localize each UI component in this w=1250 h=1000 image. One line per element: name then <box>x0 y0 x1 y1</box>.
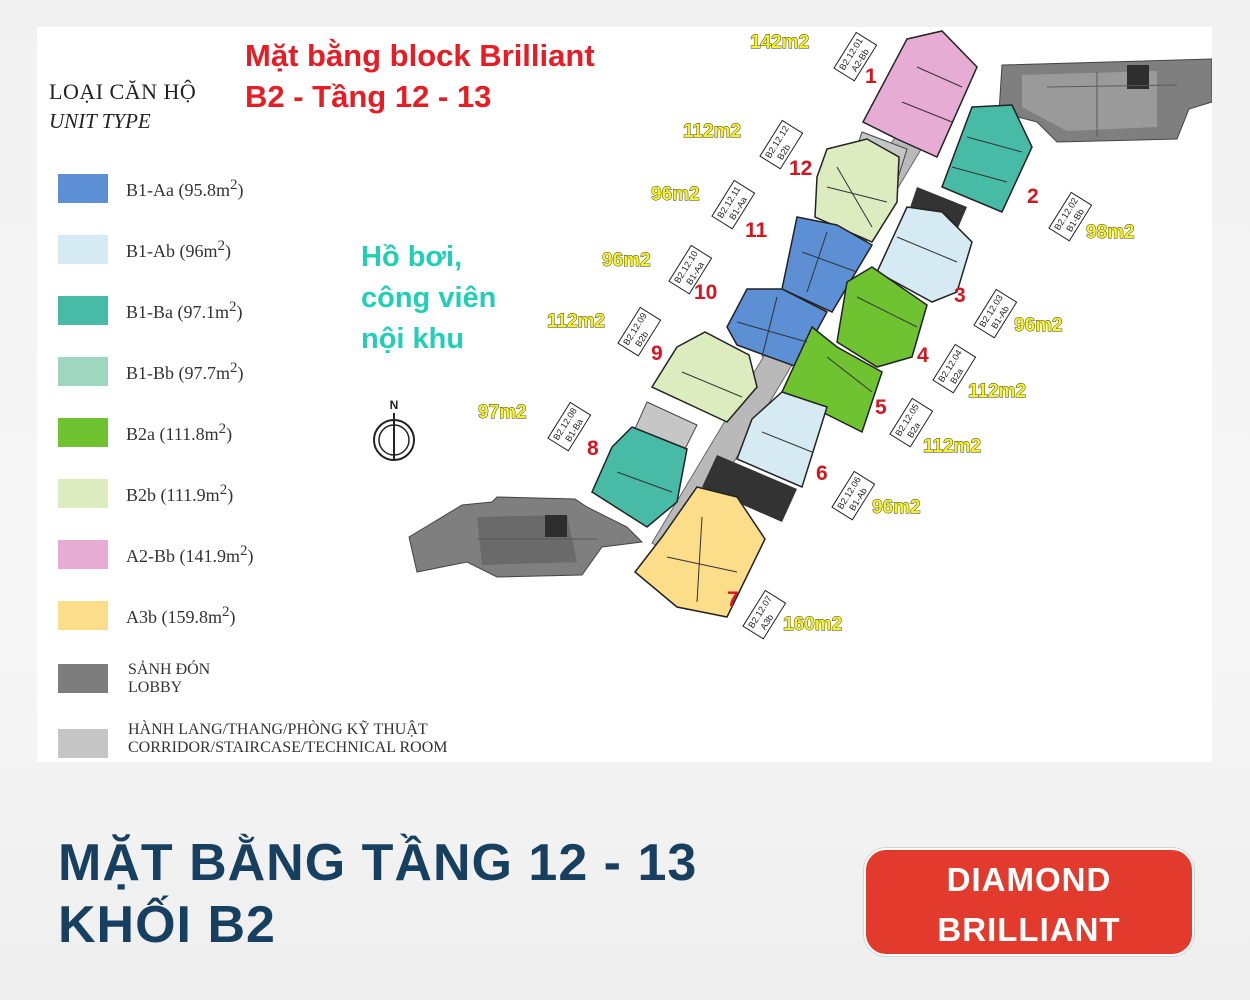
lobby-top <box>998 58 1212 143</box>
unit-blocks <box>591 30 1033 618</box>
north-compass-icon: N <box>373 398 415 461</box>
unit-number-4: 4 <box>917 344 929 367</box>
legend-label: B2b (111.9m2) <box>126 482 234 505</box>
unit-area-10: 96m2 <box>602 250 651 271</box>
legend-swatch <box>58 729 108 758</box>
unit-number-6: 6 <box>816 462 828 485</box>
unit-numbers: 1 2 3 4 5 6 7 8 9 10 11 12 <box>587 65 1039 611</box>
legend-swatch <box>58 174 108 203</box>
legend-label: B2a (111.8m2) <box>126 421 233 444</box>
plan-title-line2: B2 - Tầng 12 - 13 <box>245 79 492 114</box>
legend-item-b1-bb: B1-Bb (97.7m2) <box>58 357 478 387</box>
unit-tag-8: B2.12.08 B1-Ba <box>547 401 592 452</box>
plan-title-line1: Mặt bằng block Brilliant <box>245 38 595 73</box>
legend-label: B1-Aa (95.8m2) <box>126 177 244 200</box>
unit-number-2: 2 <box>1027 185 1039 208</box>
unit-areas: 142m2 98m2 96m2 112m2 112m2 96m2 160m2 9… <box>478 32 1136 636</box>
plan-title: Mặt bằng block Brilliant B2 - Tầng 12 - … <box>245 35 595 117</box>
unit-area-5: 112m2 <box>923 436 981 457</box>
unit-tag-7: B2.12.07 A3b <box>742 589 787 640</box>
legend-label: B1-Ba (97.1m2) <box>126 299 243 322</box>
pool-label-line3: nội khu <box>361 323 465 355</box>
unit-area-6: 96m2 <box>872 497 921 518</box>
unit-area-9: 112m2 <box>547 311 605 332</box>
legend-swatch <box>58 235 108 264</box>
badge-line2: BRILLIANT <box>937 911 1121 948</box>
legend-item-b2b: B2b (111.9m2) <box>58 479 478 509</box>
footer-title: MẶT BẰNG TẦNG 12 - 13 KHỐI B2 <box>58 832 697 956</box>
project-badge[interactable]: DIAMOND BRILLIANT <box>864 848 1194 956</box>
unit-area-4: 112m2 <box>968 381 1026 402</box>
legend-swatch <box>58 601 108 630</box>
legend-label: A3b (159.8m2) <box>126 604 236 627</box>
unit-area-12: 112m2 <box>683 121 741 142</box>
unit-area-3: 96m2 <box>1014 315 1063 336</box>
legend-swatch <box>58 357 108 386</box>
pool-park-label: Hồ bơi, công viên nội khu <box>361 237 496 360</box>
legend-item-b1-aa: B1-Aa (95.8m2) <box>58 174 478 204</box>
unit-tag-9: B2.12.09 B2b <box>617 306 662 357</box>
legend-heading-en: UNIT TYPE <box>49 109 151 133</box>
pool-label-line2: công viên <box>361 282 497 314</box>
unit-number-11: 11 <box>745 219 768 242</box>
unit-area-1: 142m2 <box>750 32 809 53</box>
lobby-bottom <box>408 496 644 578</box>
legend-swatch <box>58 664 108 693</box>
legend-swatch <box>58 296 108 325</box>
legend-label: B1-Bb (97.7m2) <box>126 360 244 383</box>
unit-area-7: 160m2 <box>783 614 842 635</box>
unit-block-4 <box>836 266 928 368</box>
unit-area-11: 96m2 <box>651 184 700 205</box>
unit-number-7: 7 <box>727 588 739 611</box>
unit-block-1 <box>861 30 978 158</box>
unit-number-8: 8 <box>587 437 599 460</box>
footer-title-line2: KHỐI B2 <box>58 896 276 954</box>
legend-heading-vi: LOẠI CĂN HỘ <box>49 79 197 104</box>
pool-label-line1: Hồ bơi, <box>361 241 463 273</box>
floor-plan-panel: LOẠI CĂN HỘ UNIT TYPE B1-Aa (95.8m2) B1-… <box>37 27 1212 762</box>
legend-item-a2-bb: A2-Bb (141.9m2) <box>58 540 478 570</box>
unit-number-9: 9 <box>651 342 663 365</box>
legend-swatch <box>58 418 108 447</box>
unit-number-3: 3 <box>954 284 966 307</box>
badge-line1: DIAMOND <box>946 861 1112 898</box>
unit-tag-5: B2.12.05 B2a <box>889 397 934 448</box>
building-plan: 1 2 3 4 5 6 7 8 9 10 11 12 142m2 98m2 96… <box>408 30 1212 640</box>
legend-label: A2-Bb (141.9m2) <box>126 543 254 566</box>
unit-number-5: 5 <box>875 396 887 419</box>
legend-swatch <box>58 479 108 508</box>
unit-block-5 <box>781 325 883 434</box>
unit-area-2: 98m2 <box>1086 222 1135 243</box>
legend-swatch <box>58 540 108 569</box>
legend-label: B1-Ab (96m2) <box>126 238 231 261</box>
unit-tag-3: B2.12.03 B1-Ab <box>973 288 1018 339</box>
unit-number-1: 1 <box>865 65 877 88</box>
footer-title-line1: MẶT BẰNG TẦNG 12 - 13 <box>58 834 698 892</box>
legend-item-a3b: A3b (159.8m2) <box>58 601 478 631</box>
unit-tag-4: B2.12.04 B2a <box>932 343 977 394</box>
unit-block-2 <box>941 104 1033 213</box>
unit-number-10: 10 <box>694 281 717 304</box>
legend-item-b1-ab: B1-Ab (96m2) <box>58 235 478 265</box>
unit-number-12: 12 <box>789 157 812 180</box>
unit-block-8 <box>591 426 688 528</box>
unit-tag-6: B2.12.06 B1-Ab <box>831 470 876 521</box>
legend-item-b2a: B2a (111.8m2) <box>58 418 478 448</box>
compass-label: N <box>390 398 399 412</box>
unit-area-8: 97m2 <box>478 402 527 423</box>
unit-block-12 <box>814 138 900 243</box>
legend-item-b1-ba: B1-Ba (97.1m2) <box>58 296 478 326</box>
unit-block-9 <box>650 331 758 423</box>
